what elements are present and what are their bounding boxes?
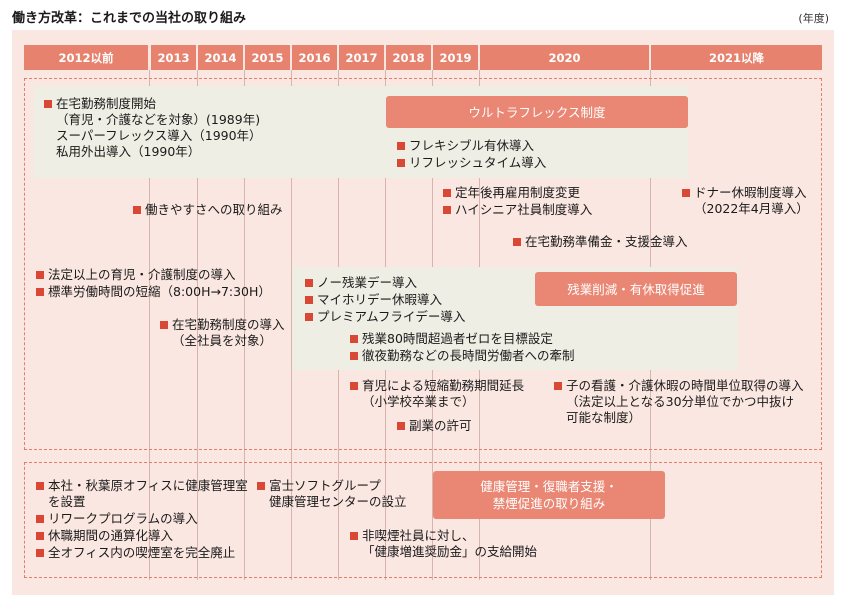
ultra-flex-pill: ウルトラフレックス制度 [386,96,688,128]
bullet-square-icon [36,482,44,490]
bullet-square-icon [397,159,405,167]
year-2020: 2020 [480,45,649,70]
hours-shortening-item: 標準労働時間の短縮（8:00H→7:30H） [36,284,271,300]
remote-allowance-item: 在宅勤務準備金・支援金導入 [513,234,688,250]
grid-line [291,70,292,580]
late-night-item: 徹夜勤務などの長時間労働者への牽制 [350,348,575,364]
year-2021-after: 2021以降 [651,45,822,70]
year-2016: 2016 [292,45,337,70]
leave-sum-item: 休職期間の通算化導入 [36,528,173,544]
bullet-square-icon [513,238,521,246]
my-holiday-item: マイホリデー休暇導入 [305,292,442,308]
refresh-time-item: リフレッシュタイム導入 [397,155,546,171]
page-title: 働き方改革：これまでの当社の取り組み [12,11,247,26]
year-2012-before: 2012以前 [24,45,148,70]
bullet-square-icon [443,189,451,197]
overtime-reduction-pill: 残業削減・有休取得促進 [535,272,737,306]
health-pill-line1: 健康管理・復職者支援・ [480,479,618,494]
bullet-square-icon [36,288,44,296]
bullet-square-icon [305,296,313,304]
flexible-leave-item: フレキシブル有休導入 [397,138,534,154]
health-room-item: 本社・秋葉原オフィスに健康管理室 を設置 [36,478,248,510]
donor-leave-item: ドナー休暇制度導入 （2022年4月導入） [682,185,809,217]
bullet-square-icon [305,279,313,287]
no-overtime-item: ノー残業デー導入 [305,275,417,291]
bullet-square-icon [36,515,44,523]
bullet-square-icon [397,142,405,150]
bullet-square-icon [554,382,562,390]
bullet-square-icon [350,352,358,360]
bullet-square-icon [397,422,405,430]
bullet-square-icon [36,271,44,279]
premium-friday-item: プレミアムフライデー導入 [305,309,465,325]
bullet-square-icon [257,482,265,490]
year-2017: 2017 [339,45,384,70]
health-pill: 健康管理・復職者支援・ 禁煙促進の取り組み [433,471,665,519]
year-2013: 2013 [151,45,196,70]
reemployment-item: 定年後再雇用制度変更 [443,185,580,201]
work-style-section [24,78,822,450]
bullet-square-icon [133,206,141,214]
grid-line [244,70,245,580]
year-2018: 2018 [386,45,431,70]
bullet-square-icon [36,532,44,540]
smoking-ban-item: 全オフィス内の喫煙室を完全廃止 [36,545,235,561]
year-2015: 2015 [245,45,290,70]
year-2014: 2014 [198,45,243,70]
remote-start-item: 在宅勤務制度開始 （育児・介護などを対象）(1989年) スーパーフレックス導入… [44,96,262,160]
health-pill-line2: 禁煙促進の取り組み [492,496,606,511]
bullet-square-icon [305,313,313,321]
short-hours-item: 育児による短縮勤務期間延長 （小学校卒業まで） [350,378,524,410]
bullet-square-icon [443,206,451,214]
high-senior-item: ハイシニア社員制度導入 [443,202,592,218]
bullet-square-icon [350,335,358,343]
health-section [24,462,822,578]
bullet-square-icon [682,189,690,197]
bullet-square-icon [36,549,44,557]
bullet-square-icon [350,382,358,390]
easy-work-item: 働きやすさへの取り組み [133,202,283,218]
grid-line [197,70,198,580]
overtime80-item: 残業80時間超過者ゼロを目標設定 [350,331,553,347]
remote-all-item: 在宅勤務制度の導入 （全社員を対象） [160,317,285,349]
childcare-statutory-item: 法定以上の育児・介護制度の導入 [36,267,236,283]
nonsmoker-bonus-item: 非喫煙社員に対し、 「健康増進奨励金」の支給開始 [350,528,537,560]
year-2019: 2019 [433,45,478,70]
bullet-square-icon [350,532,358,540]
health-center-item: 富士ソフトグループ 健康管理センターの設立 [257,478,407,510]
nursing-hourly-item: 子の看護・介護休暇の時間単位取得の導入 （法定以上となる30分単位でかつ中抜け … [554,378,804,426]
side-job-item: 副業の許可 [397,418,472,434]
bullet-square-icon [44,100,52,108]
grid-line [149,70,150,580]
bullet-square-icon [160,321,168,329]
unit-label: (年度) [798,12,829,25]
rework-item: リワークプログラムの導入 [36,511,198,527]
